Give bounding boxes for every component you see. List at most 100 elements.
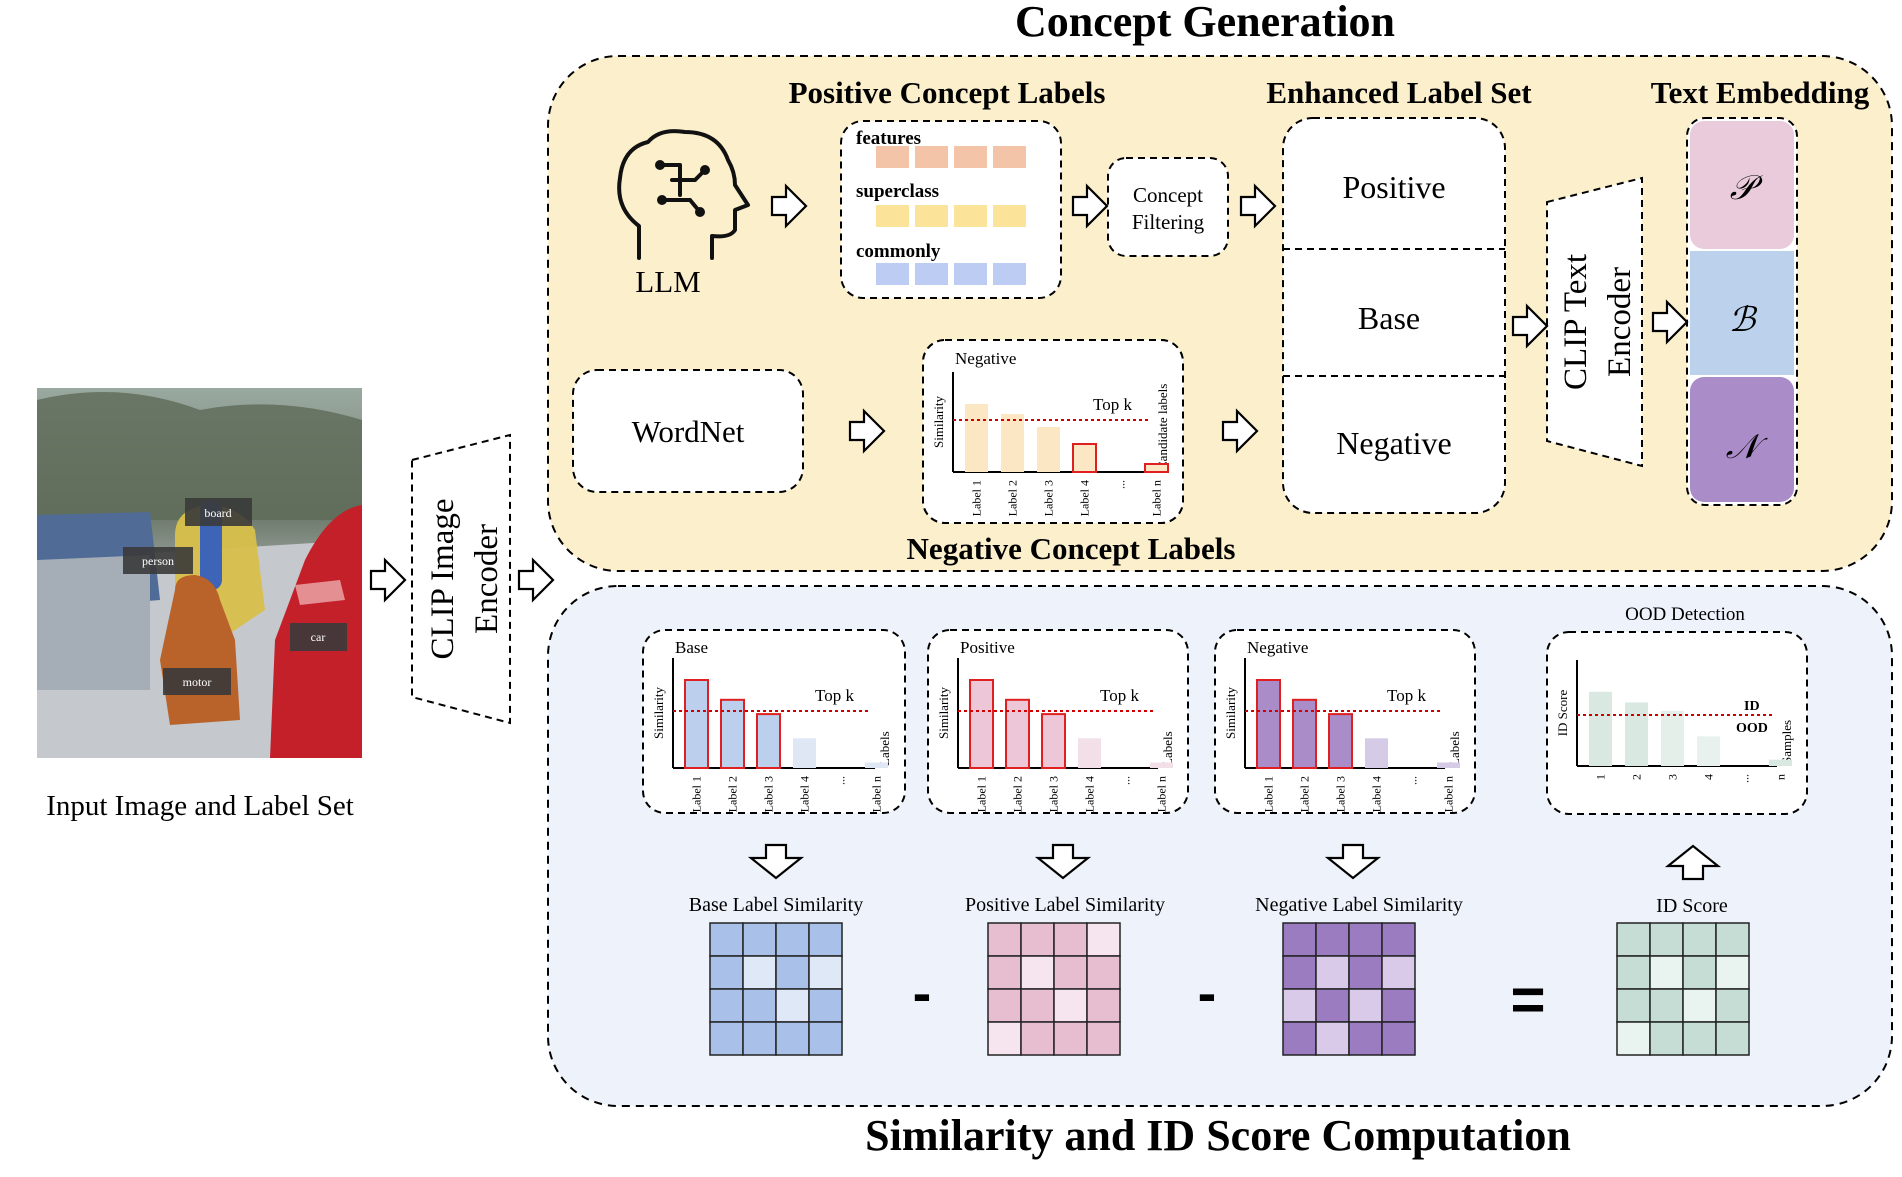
- bar: [720, 698, 745, 769]
- grid-cell: [1053, 922, 1088, 957]
- x-axis-label: Labels: [1160, 731, 1175, 766]
- grid-cell: [742, 922, 777, 957]
- label-motor: motor: [183, 675, 212, 689]
- grid-cell: [987, 922, 1022, 957]
- grid-cell: [1053, 1021, 1088, 1056]
- grid-cell: [1020, 988, 1055, 1023]
- bar: [1072, 443, 1097, 473]
- grid-cell: [1715, 988, 1750, 1023]
- input-caption: Input Image and Label Set: [46, 790, 354, 822]
- concept-tile: [954, 263, 987, 285]
- bar: [1150, 762, 1173, 768]
- grid-cell: [1715, 955, 1750, 990]
- label-person: person: [142, 554, 174, 568]
- y-axis-label: Similarity: [931, 396, 946, 449]
- label-board: board: [204, 506, 231, 520]
- bar: [1769, 759, 1792, 766]
- concept-filtering-line2: Filtering: [1132, 210, 1205, 234]
- equals-operator: =: [1510, 966, 1545, 1033]
- clip-text-encoder-line1: CLIP Text: [1558, 254, 1594, 390]
- grid-cell: [709, 988, 744, 1023]
- negative-label-similarity-caption: Negative Label Similarity: [1255, 894, 1463, 916]
- grid-cell: [1682, 922, 1717, 957]
- tick-label: Label n: [870, 776, 884, 812]
- right-arrow: [1511, 303, 1549, 349]
- topk-label: Top k: [1387, 686, 1426, 705]
- tick-label: Label 4: [798, 776, 812, 812]
- grid-cell: [1020, 922, 1055, 957]
- grid-cell: [742, 955, 777, 990]
- grid-cell: [1086, 922, 1121, 957]
- grid-cell: [1348, 988, 1383, 1023]
- flow-arrows: [369, 183, 1722, 881]
- label-car: car: [311, 630, 326, 644]
- tick-label: Label 2: [726, 776, 740, 812]
- tick-label: Label 2: [1298, 776, 1312, 812]
- tick-label: Label 3: [1042, 480, 1056, 516]
- right-arrow: [517, 557, 555, 603]
- grid-cell: [775, 988, 810, 1023]
- bar: [1661, 710, 1684, 766]
- grid-cell: [709, 922, 744, 957]
- bar: [1144, 463, 1169, 473]
- grid-cell: [1381, 922, 1416, 957]
- ood-label: OOD: [1736, 721, 1768, 736]
- label-tag-car: [290, 623, 347, 651]
- tick-label: Label 1: [1262, 776, 1276, 812]
- bar: [1625, 702, 1648, 766]
- grid-cell: [1282, 955, 1317, 990]
- enhanced-base: Base: [1358, 300, 1420, 336]
- bar: [1041, 713, 1066, 769]
- topk-label: Top k: [1100, 686, 1139, 705]
- topk-label: Top k: [815, 686, 854, 705]
- concept-tile: [954, 205, 987, 227]
- tick-label: Label 1: [975, 776, 989, 812]
- grid-cell: [1086, 1021, 1121, 1056]
- tick-label: ...: [834, 776, 848, 785]
- concept-tile: [915, 205, 948, 227]
- enhanced-label-set-box: [1282, 117, 1506, 514]
- clip-image-encoder-line1: CLIP Image: [425, 499, 461, 660]
- grid-cell: [1315, 955, 1350, 990]
- grid-cell: [1053, 988, 1088, 1023]
- right-arrow: [369, 557, 407, 603]
- grid-cell: [1381, 988, 1416, 1023]
- bar: [1697, 736, 1720, 766]
- grid-cell: [1282, 988, 1317, 1023]
- enhanced-label-set-title: Enhanced Label Set: [1266, 75, 1532, 110]
- right-arrow: [770, 183, 808, 229]
- group-commonly: commonly: [856, 241, 941, 262]
- tick-label: 4: [1702, 774, 1716, 780]
- brain-icon: [617, 129, 750, 260]
- grid-cell: [808, 955, 843, 990]
- concept-tile: [915, 263, 948, 285]
- tick-label: Label 4: [1078, 480, 1092, 516]
- grid-cell: [1020, 955, 1055, 990]
- grid-cell: [1616, 988, 1651, 1023]
- wordnet-box: [572, 369, 804, 493]
- group-superclass: superclass: [856, 181, 939, 202]
- bar: [1328, 713, 1353, 769]
- grid-cell: [1020, 1021, 1055, 1056]
- grid-cell: [1348, 922, 1383, 957]
- grid-cell: [775, 955, 810, 990]
- concept-tile: [993, 205, 1026, 227]
- label-tag-motor: [163, 668, 231, 695]
- tick-label: Label n: [1442, 776, 1456, 812]
- up-arrow: [1664, 844, 1722, 881]
- bar: [1589, 691, 1612, 766]
- bar: [1001, 414, 1024, 472]
- grid-cell: [808, 1021, 843, 1056]
- tick-label: Label 3: [762, 776, 776, 812]
- grid-cell: [1616, 922, 1651, 957]
- wordnet-label: WordNet: [632, 414, 745, 449]
- grid-cell: [1381, 955, 1416, 990]
- tick-label: Label 1: [690, 776, 704, 812]
- tick-label: n: [1774, 774, 1788, 780]
- bar: [1037, 427, 1060, 472]
- concept-filtering-line1: Concept: [1133, 183, 1203, 207]
- group-features: features: [856, 128, 921, 149]
- grid-cell: [1649, 955, 1684, 990]
